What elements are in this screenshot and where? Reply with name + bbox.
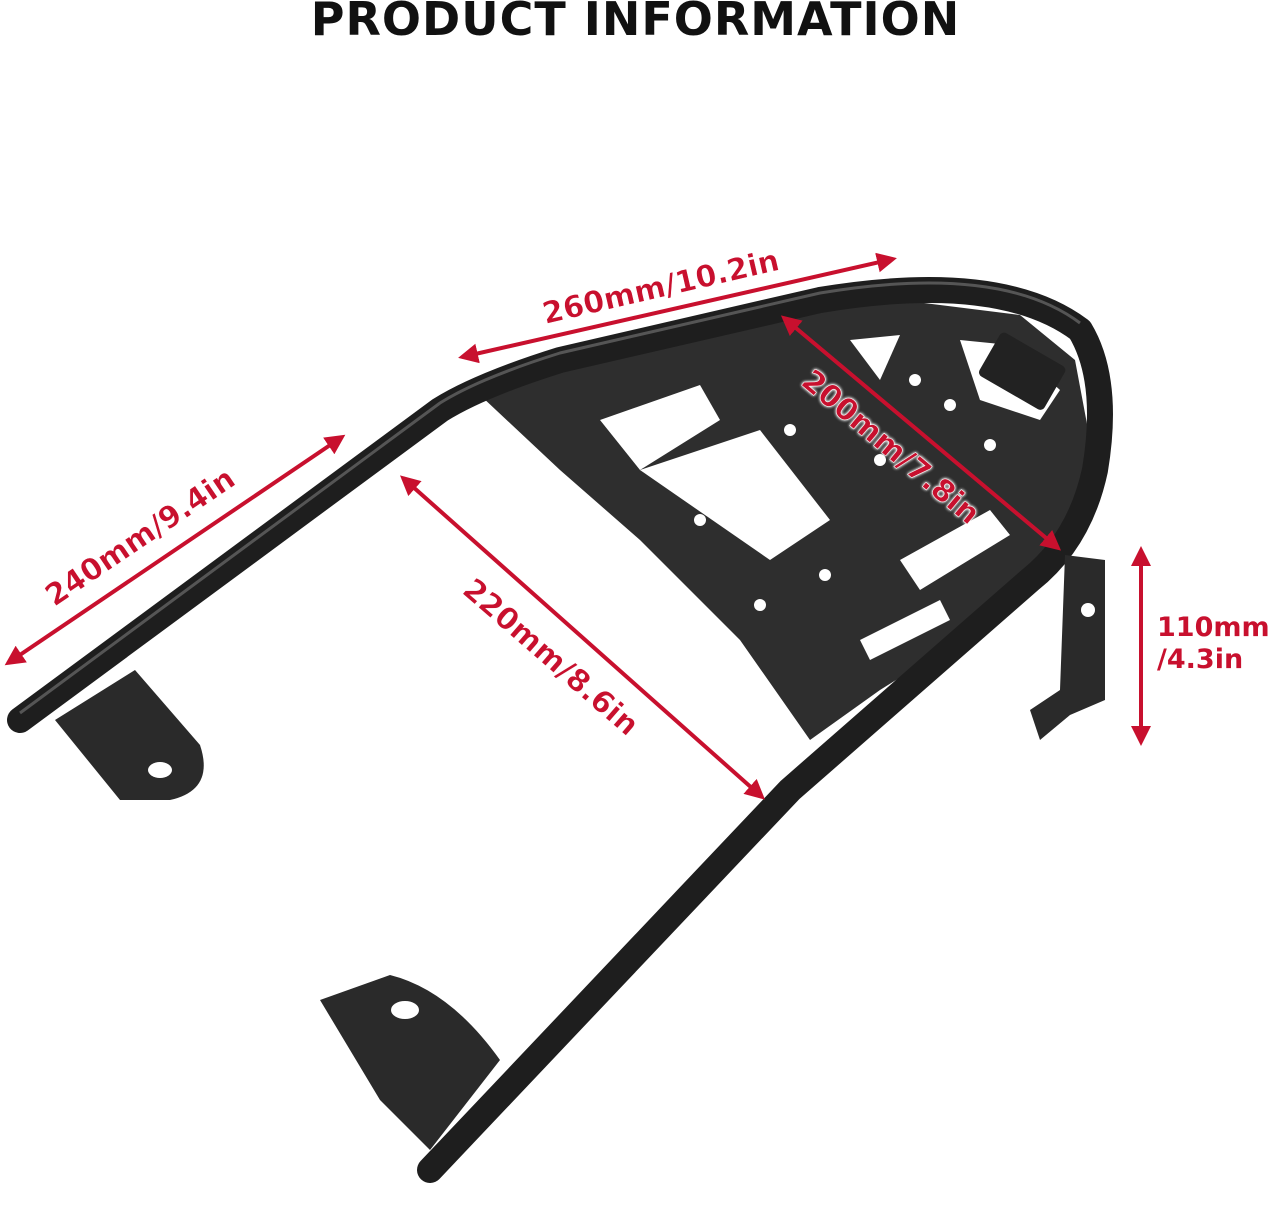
dimension-height: 110mm /4.3in	[1157, 612, 1270, 676]
arrow-plate-depth	[780, 315, 1062, 551]
arrow-inner-length	[400, 475, 765, 800]
front-left-bracket	[320, 975, 500, 1150]
arrow-outer-length	[4, 434, 346, 666]
dimension-height-mm: 110mm	[1157, 612, 1270, 643]
dimension-height-in: /4.3in	[1157, 644, 1244, 675]
right-bracket	[1030, 555, 1105, 740]
arrow-top-width	[458, 252, 897, 364]
page-title: PRODUCT INFORMATION	[310, 0, 961, 46]
rack-tube	[7, 277, 1113, 1183]
